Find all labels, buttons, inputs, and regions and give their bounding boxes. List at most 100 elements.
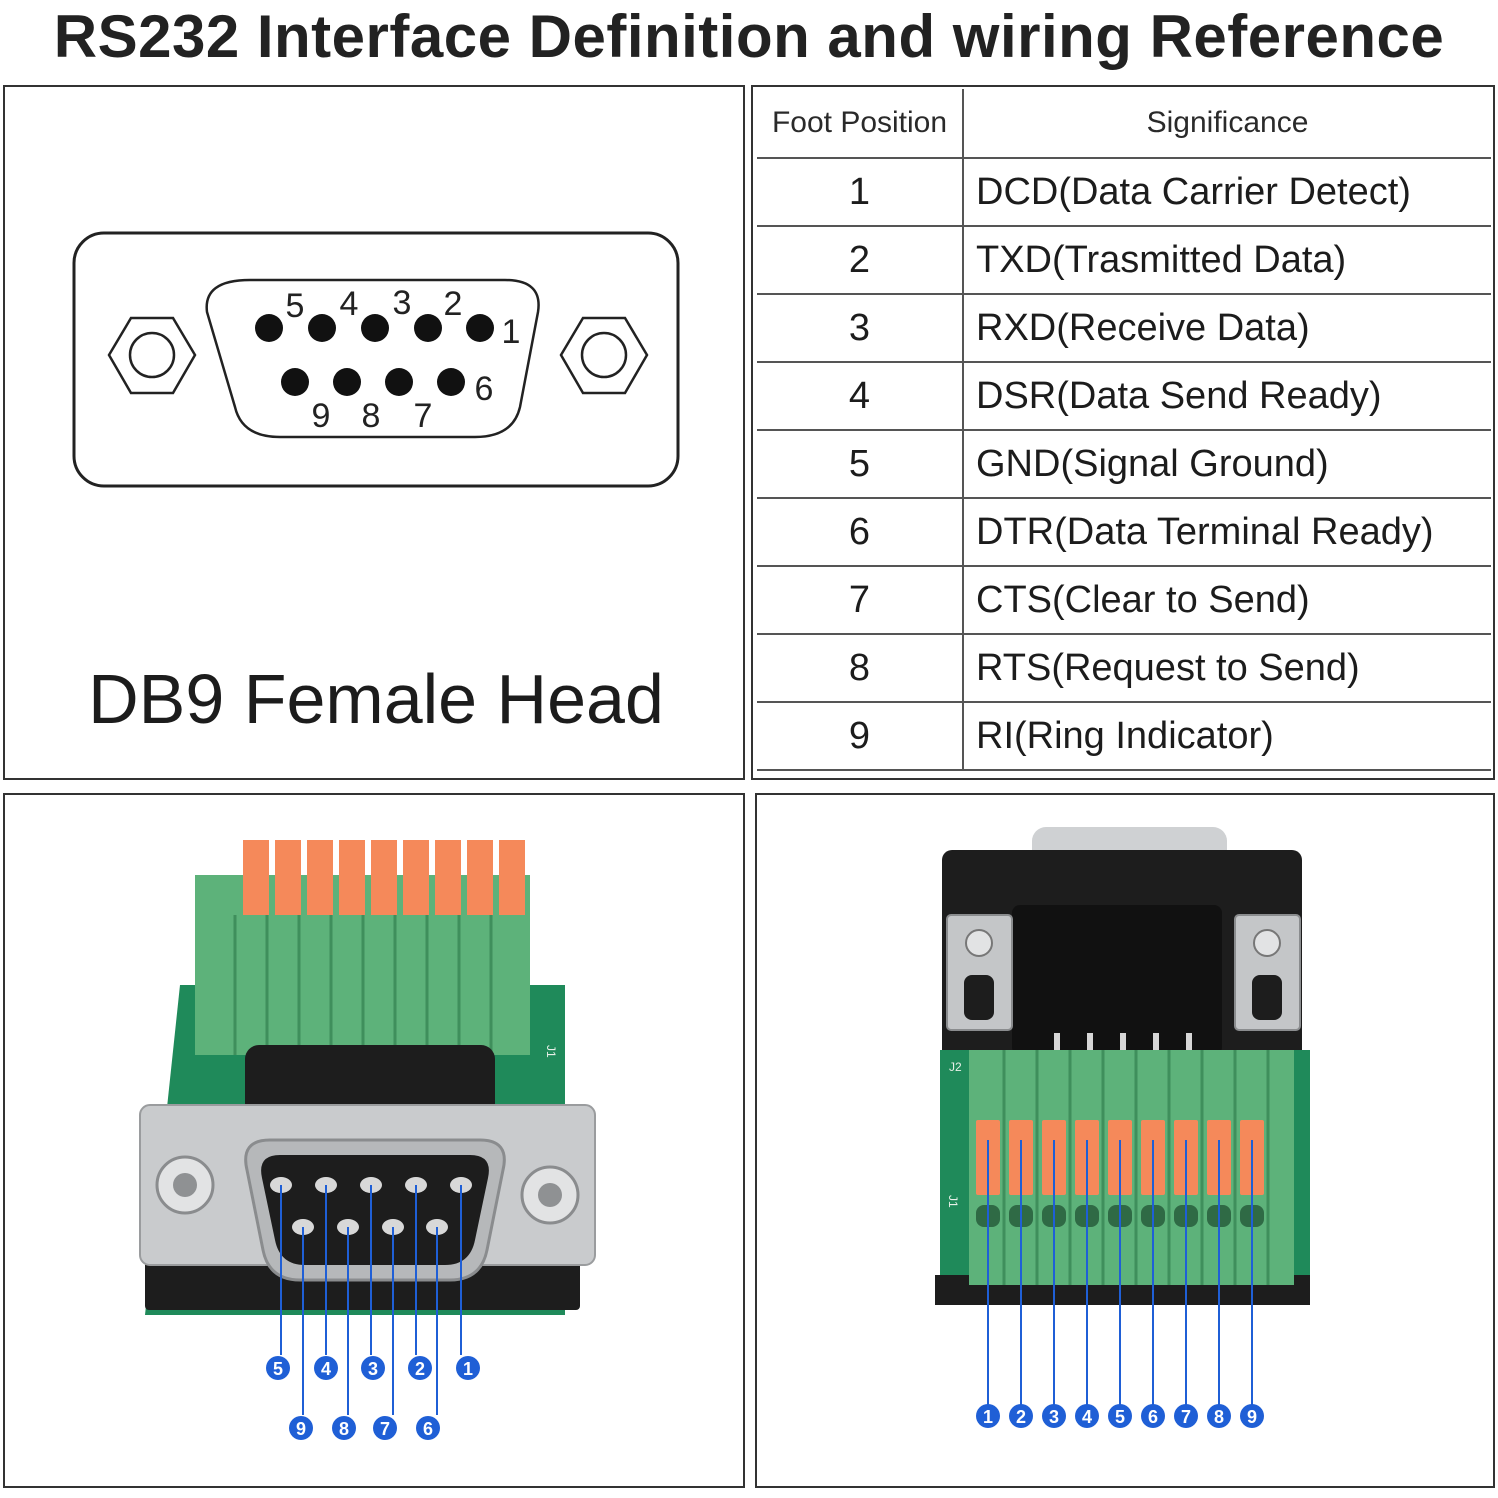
- pin-meaning-cell: GND(Signal Ground): [963, 430, 1491, 499]
- adapter-terminal-illustration: J2 J1 1 2 3 4 5 6 7: [935, 827, 1310, 1428]
- callout-pin-2: 2: [1009, 1404, 1033, 1428]
- callout-pin-4: 4: [314, 1356, 338, 1380]
- housing-back: [1012, 905, 1222, 1055]
- callout-pin-1: 1: [456, 1356, 480, 1380]
- svg-text:3: 3: [368, 1359, 378, 1379]
- adapter-terminal-photo-panel: J2 J1 1 2 3 4 5 6 7: [755, 793, 1495, 1488]
- callout-pin-3: 3: [1042, 1404, 1066, 1428]
- pcb-label-j1: J1: [544, 1045, 558, 1058]
- pcb-label-j1: J1: [946, 1195, 960, 1208]
- svg-text:2: 2: [415, 1359, 425, 1379]
- svg-text:7: 7: [380, 1419, 390, 1439]
- pin-number-cell: 7: [757, 566, 964, 635]
- svg-text:6: 6: [1148, 1407, 1158, 1427]
- table-header-row: Foot Position Significance: [757, 89, 1491, 159]
- header-foot-position: Foot Position: [757, 89, 964, 159]
- svg-text:3: 3: [1049, 1407, 1059, 1427]
- pin-number-cell: 4: [757, 362, 964, 431]
- callout-pin-9: 9: [289, 1416, 313, 1440]
- pin-dot-9: [281, 368, 309, 396]
- pin-dot-4: [308, 314, 336, 342]
- svg-text:5: 5: [1115, 1407, 1125, 1427]
- pin-label-3: 3: [393, 284, 412, 322]
- pin-meaning-cell: RXD(Receive Data): [963, 294, 1491, 363]
- pin-label-7: 7: [414, 397, 433, 435]
- right-hex-nut: [559, 316, 649, 395]
- callout-pin-4: 4: [1075, 1404, 1099, 1428]
- pin-number-cell: 8: [757, 634, 964, 703]
- svg-text:4: 4: [321, 1359, 331, 1379]
- solder-pins: [1054, 1033, 1192, 1053]
- pin-number-cell: 5: [757, 430, 964, 499]
- terminal-dividers: [1002, 1050, 1270, 1285]
- d-sub-insert: [261, 1155, 489, 1265]
- svg-text:2: 2: [1016, 1407, 1026, 1427]
- callout-pin-5: 5: [1108, 1404, 1132, 1428]
- pin-number-cell: 6: [757, 498, 964, 567]
- callout-lines: [280, 1185, 462, 1415]
- pin-dot-1: [466, 314, 494, 342]
- callout-pin-8: 8: [332, 1416, 356, 1440]
- svg-text:5: 5: [273, 1359, 283, 1379]
- pin-number-cell: 2: [757, 226, 964, 295]
- pin-dot-8: [333, 368, 361, 396]
- right-mount-hole-center: [538, 1183, 562, 1207]
- page-title: RS232 Interface Definition and wiring Re…: [53, 3, 1445, 70]
- adapter-front-photo-panel: J1: [3, 793, 745, 1488]
- pin-dot-5: [255, 314, 283, 342]
- svg-text:9: 9: [1247, 1407, 1257, 1427]
- svg-text:1: 1: [463, 1359, 473, 1379]
- pin-label-6: 6: [475, 370, 494, 408]
- callout-pin-3: 3: [361, 1356, 385, 1380]
- svg-text:1: 1: [983, 1407, 993, 1427]
- pin-meaning-cell: CTS(Clear to Send): [963, 566, 1491, 635]
- pin-number-cell: 9: [757, 702, 964, 771]
- pin-meaning-cell: DSR(Data Send Ready): [963, 362, 1491, 431]
- callout-pin-1: 1: [976, 1404, 1000, 1428]
- pin-meaning-cell: RTS(Request to Send): [963, 634, 1491, 703]
- pin-meaning-cell: TXD(Trasmitted Data): [963, 226, 1491, 295]
- pin-label-5: 5: [286, 287, 305, 325]
- pin-meaning-cell: DTR(Data Terminal Ready): [963, 498, 1491, 567]
- pin-dot-2: [414, 314, 442, 342]
- callout-pin-7: 7: [373, 1416, 397, 1440]
- callout-pin-5: 5: [266, 1356, 290, 1380]
- adapter-front-illustration: J1: [139, 840, 596, 1440]
- svg-text:8: 8: [339, 1419, 349, 1439]
- terminal-levers: [243, 840, 525, 915]
- callout-lines: [987, 1140, 1253, 1407]
- pin-label-9: 9: [312, 397, 331, 435]
- svg-text:9: 9: [296, 1419, 306, 1439]
- callout-pin-8: 8: [1207, 1404, 1231, 1428]
- connector-shell-outline: [72, 231, 680, 488]
- svg-text:6: 6: [423, 1419, 433, 1439]
- callout-pin-2: 2: [408, 1356, 432, 1380]
- pin-number-cell: 3: [757, 294, 964, 363]
- callout-pin-6: 6: [1141, 1404, 1165, 1428]
- pcb-label-j2: J2: [949, 1060, 962, 1074]
- pin-label-8: 8: [362, 397, 381, 435]
- svg-text:7: 7: [1181, 1407, 1191, 1427]
- pin-meaning-cell: RI(Ring Indicator): [963, 702, 1491, 771]
- left-hex-nut: [107, 316, 197, 395]
- terminal-dividers: [233, 915, 493, 1055]
- pin-meaning-cell: DCD(Data Carrier Detect): [963, 158, 1491, 227]
- svg-text:8: 8: [1214, 1407, 1224, 1427]
- right-bracket: [1234, 914, 1301, 1031]
- pin-label-1: 1: [502, 313, 521, 351]
- left-mount-hole-center: [173, 1173, 197, 1197]
- callout-pin-6: 6: [416, 1416, 440, 1440]
- left-bracket: [946, 914, 1013, 1031]
- svg-text:4: 4: [1082, 1407, 1092, 1427]
- connector-label: DB9 Female Head: [88, 660, 664, 738]
- pin-number-cell: 1: [757, 158, 964, 227]
- callout-pin-9: 9: [1240, 1404, 1264, 1428]
